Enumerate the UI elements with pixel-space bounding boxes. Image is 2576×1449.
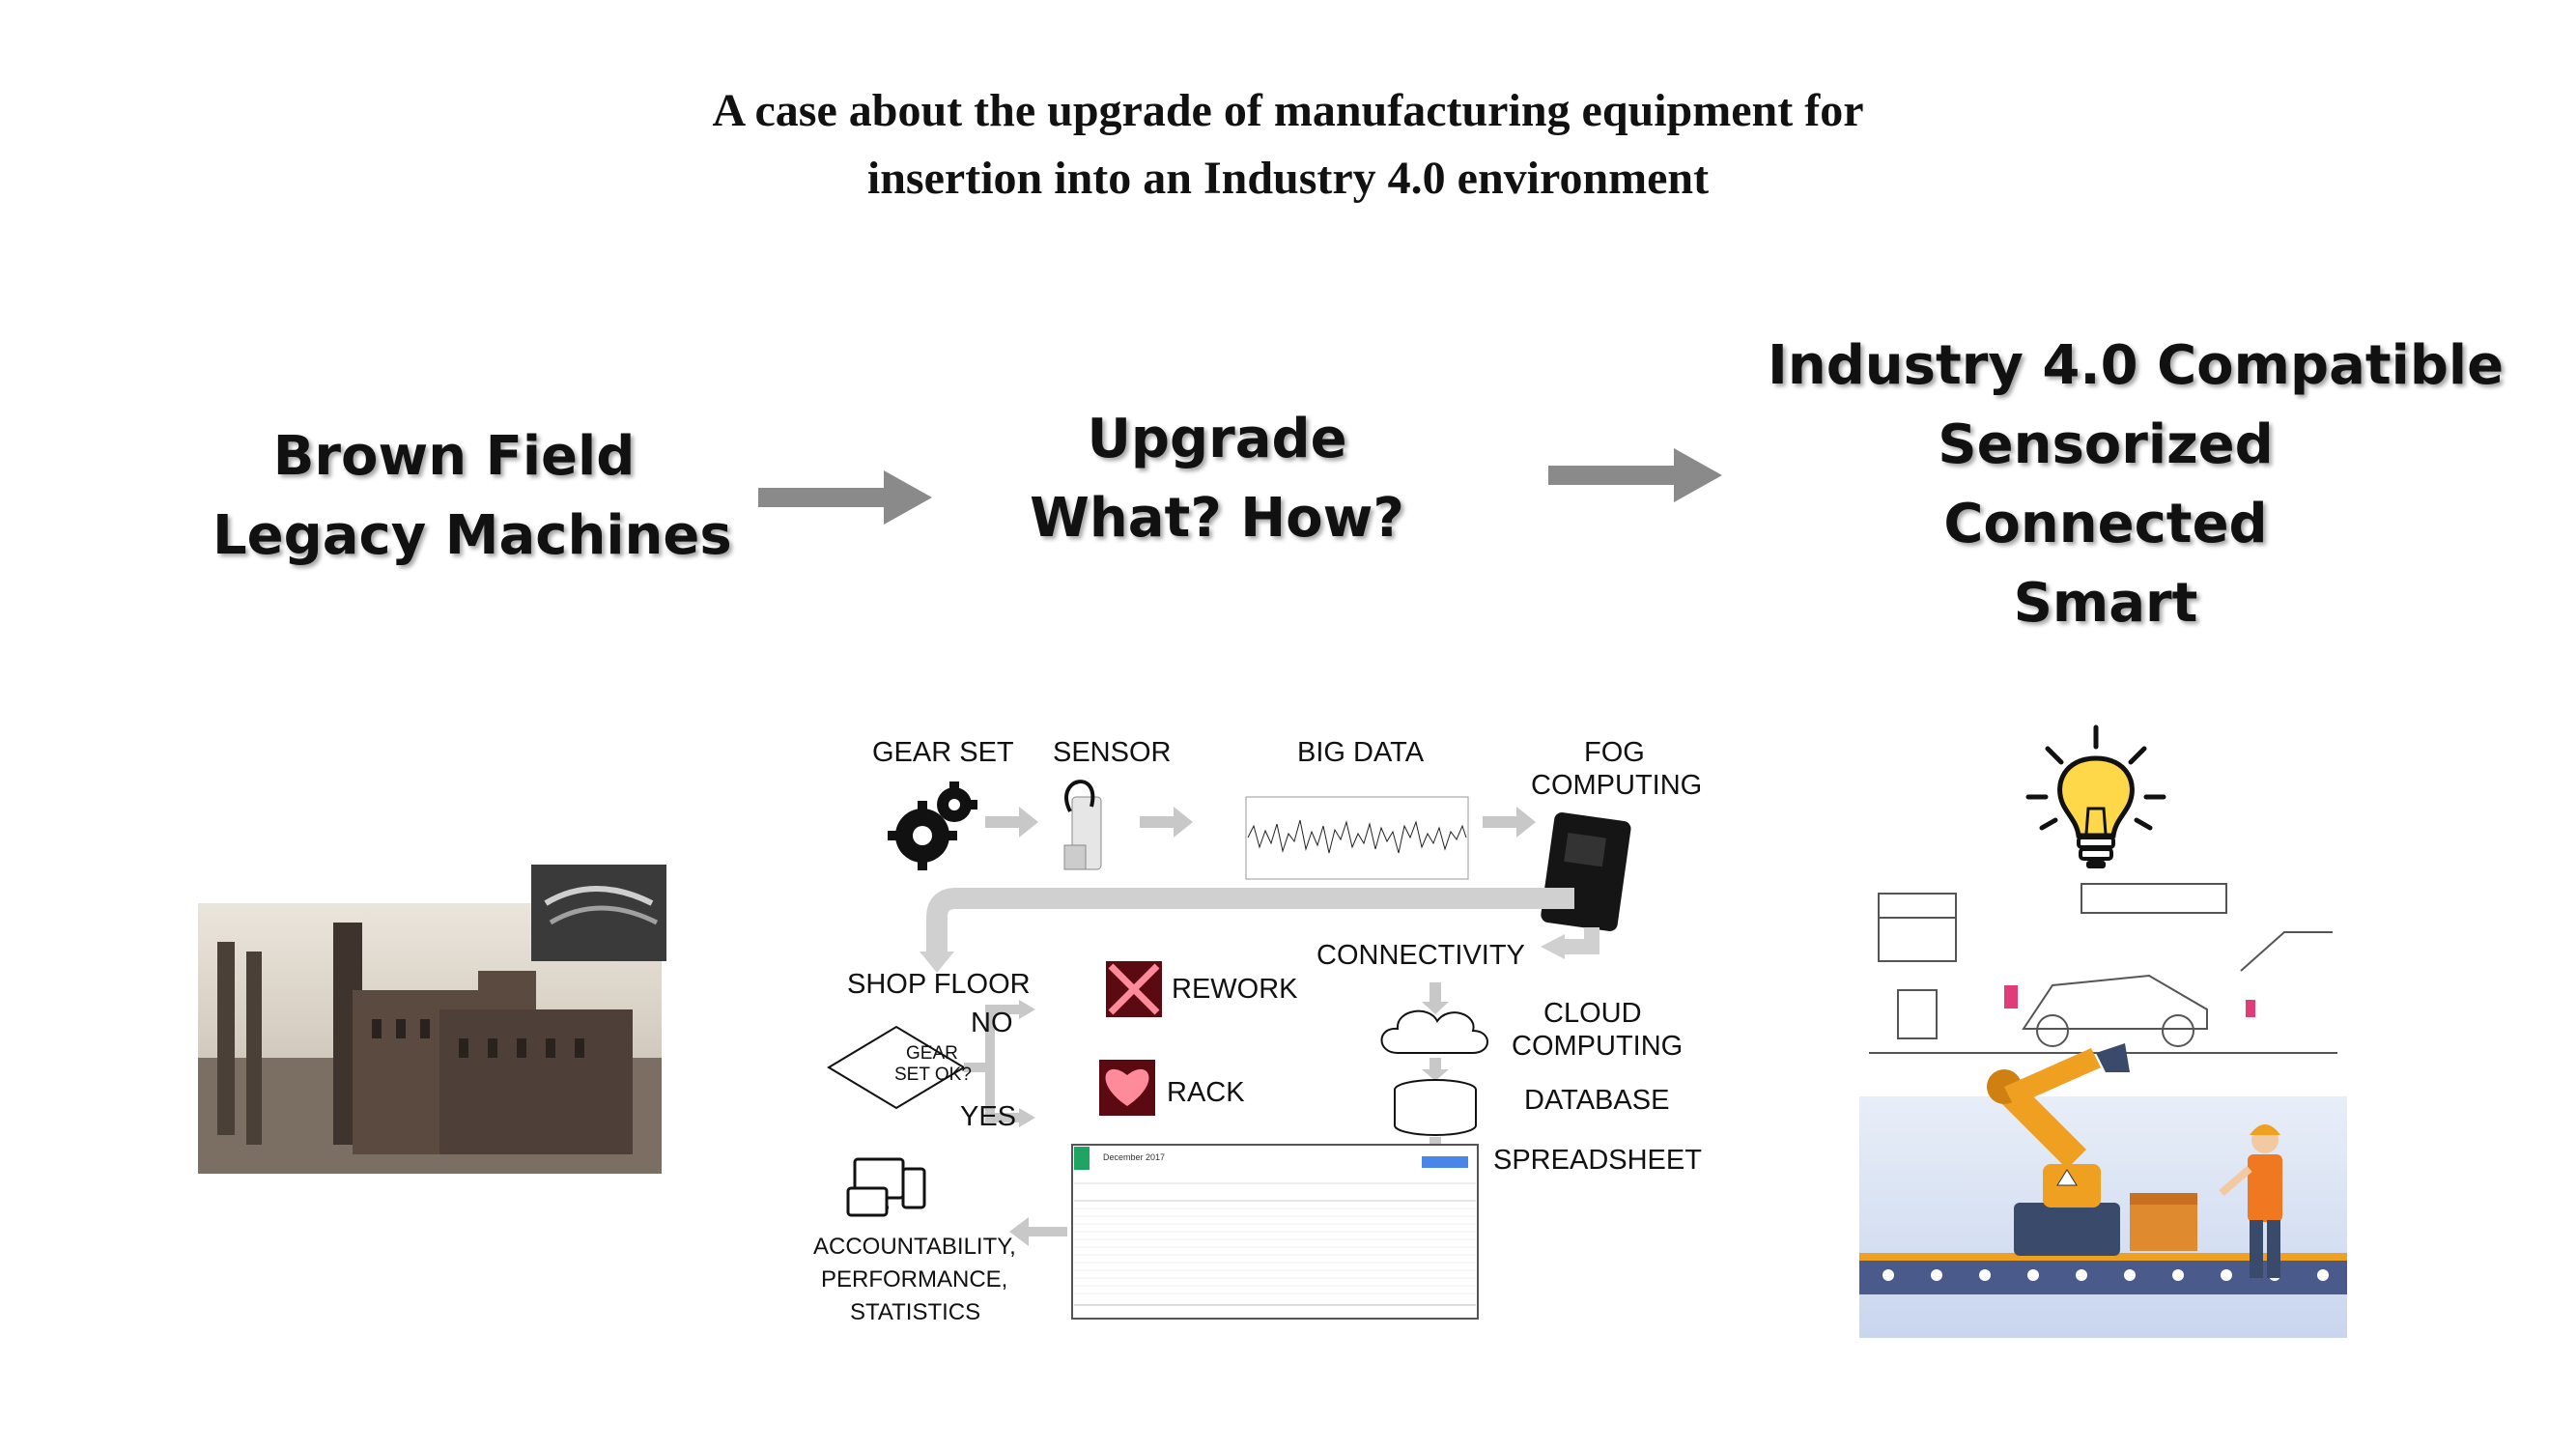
big-data-plot xyxy=(1245,796,1469,880)
smart-label: Smart xyxy=(2013,572,2198,635)
shop-floor-label: SHOP FLOOR xyxy=(847,969,1031,1000)
industry40-label: Industry 4.0 Compatible xyxy=(1768,334,2505,397)
decision-label-line1: GEAR xyxy=(906,1043,958,1064)
cloud-label: CLOUD xyxy=(1543,998,1642,1029)
page-title: A case about the upgrade of manufacturin… xyxy=(0,77,2576,213)
cloud-computing-label: COMPUTING xyxy=(1512,1031,1684,1062)
upgrade-label: Upgrade xyxy=(1087,408,1347,470)
connected-label: Connected xyxy=(1943,493,2268,555)
brown-field-label: Brown Field xyxy=(272,425,636,488)
sensorized-label: Sensorized xyxy=(1938,413,2274,476)
rack-led-matrix xyxy=(1099,1060,1155,1116)
gear-set-icon xyxy=(888,781,977,870)
database-label: DATABASE xyxy=(1524,1085,1670,1116)
rework-label: REWORK xyxy=(1172,974,1298,1005)
legacy-factory-photo xyxy=(198,865,666,1174)
right-arrow-2 xyxy=(1548,448,1722,502)
spreadsheet-screenshot: December 2017 xyxy=(1071,1144,1479,1320)
fog-computing-board-icon xyxy=(1541,812,1631,931)
sheet-title: December 2017 xyxy=(1103,1152,1165,1162)
upgrade-heading: Upgrade What? How? xyxy=(1024,400,1410,558)
fog-computing-label: COMPUTING xyxy=(1531,770,1703,801)
smart-factory-illustration xyxy=(1859,883,2347,1338)
brown-field-heading: Brown Field Legacy Machines xyxy=(212,417,732,576)
devices-icon xyxy=(846,1157,926,1217)
worker-icon xyxy=(2219,1124,2282,1278)
database-icon xyxy=(1394,1079,1477,1136)
performance-label: PERFORMANCE, xyxy=(821,1266,1008,1293)
spreadsheet-label: SPREADSHEET xyxy=(1493,1145,1702,1176)
upgrade-flow-diagram: December 2017 xyxy=(827,780,1631,1320)
sensor-label: SENSOR xyxy=(1053,737,1172,768)
rework-led-matrix xyxy=(1106,961,1162,1017)
fog-label: FOG xyxy=(1584,737,1645,768)
big-data-label: BIG DATA xyxy=(1297,737,1425,768)
industry40-heading: Industry 4.0 Compatible Sensorized Conne… xyxy=(1768,327,2505,643)
yes-label: YES xyxy=(960,1101,1017,1132)
accountability-label: ACCOUNTABILITY, xyxy=(813,1234,1016,1260)
sensor-icon xyxy=(1063,780,1102,870)
connectivity-label: CONNECTIVITY xyxy=(1316,940,1525,971)
right-arrow-1 xyxy=(758,470,932,525)
light-bulb-icon xyxy=(2025,724,2166,868)
title-line-1: A case about the upgrade of manufacturin… xyxy=(712,85,1864,136)
statistics-label: STATISTICS xyxy=(850,1299,981,1325)
no-label: NO xyxy=(971,1008,1013,1038)
legacy-machines-label: Legacy Machines xyxy=(212,504,732,567)
robot-arm-icon xyxy=(1987,1043,2130,1256)
what-how-label: What? How? xyxy=(1030,487,1404,550)
rack-label: RACK xyxy=(1167,1077,1245,1108)
cloud-icon xyxy=(1380,1009,1488,1054)
decision-label-line2: SET OK? xyxy=(894,1065,972,1085)
title-line-2: insertion into an Industry 4.0 environme… xyxy=(866,153,1710,204)
gear-set-label: GEAR SET xyxy=(872,737,1014,768)
